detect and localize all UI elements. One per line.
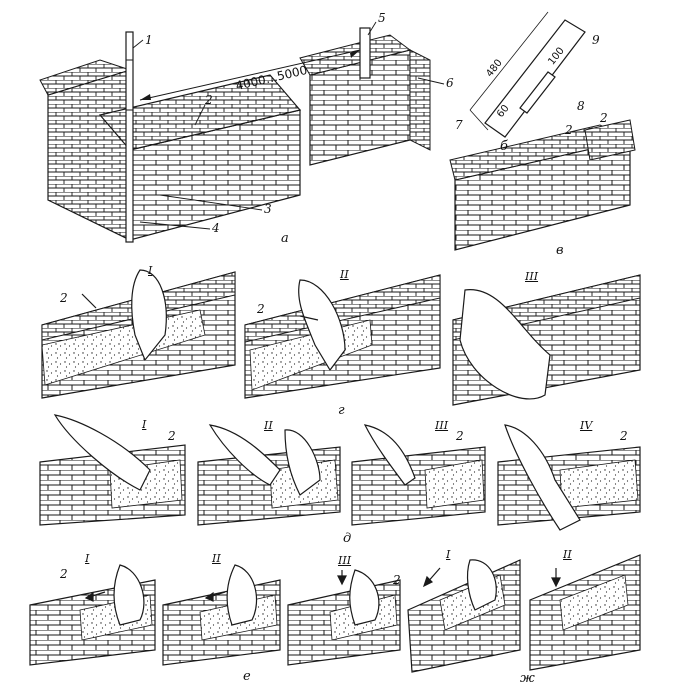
row-zh-illustrations xyxy=(407,554,641,673)
g-step-3-label: III xyxy=(525,270,539,283)
e-step-1-drawing xyxy=(29,564,156,666)
panel-a-wall-corner xyxy=(39,59,302,241)
direction-arrows xyxy=(81,293,561,602)
g-callout-2-left: 2 xyxy=(60,291,68,305)
e-step-3-drawing xyxy=(287,569,401,666)
row-e-illustrations xyxy=(29,564,401,666)
d-callout-2-b: 2 xyxy=(456,429,464,443)
row-d-letter: д xyxy=(343,531,352,546)
g-step-1-label: I xyxy=(148,264,153,277)
callout-7: 7 xyxy=(455,118,463,132)
panel-a-pier xyxy=(299,34,431,166)
e-step-3-label: III xyxy=(338,554,352,567)
panel-a-dimension-line xyxy=(139,49,361,101)
row-d-illustrations xyxy=(39,414,641,531)
zh-step-1-drawing xyxy=(407,559,521,673)
callout-5: 5 xyxy=(378,11,386,25)
g-step-1-drawing xyxy=(41,269,236,399)
d-step-1-label: I xyxy=(142,418,147,431)
callout-2-v: 2 xyxy=(600,111,608,125)
g-callout-2-mid: 2 xyxy=(257,302,265,316)
g-step-2-drawing xyxy=(244,274,441,399)
e-callout-2-a: 2 xyxy=(60,567,68,581)
callout-1: 1 xyxy=(145,33,153,47)
d-step-4-drawing xyxy=(497,424,641,531)
e-step-2-label: II xyxy=(212,552,221,565)
panel-v-wall-with-pier xyxy=(449,119,636,251)
row-g-illustrations xyxy=(41,269,641,406)
panel-a-letter: а xyxy=(281,231,289,246)
callout-2-b: 2 xyxy=(565,123,573,137)
row-e-letter: е xyxy=(243,669,251,684)
d-step-2-drawing xyxy=(197,424,341,526)
e-step-2-drawing xyxy=(162,564,281,666)
callout-9: 9 xyxy=(592,33,600,47)
callout-6: 6 xyxy=(446,76,454,90)
callout-2-a: 2 xyxy=(205,93,213,107)
d-step-3-drawing xyxy=(351,424,486,526)
panel-b-letter: б xyxy=(500,139,508,154)
callout-4: 4 xyxy=(212,221,220,235)
g-step-2-label: II xyxy=(340,268,349,281)
callout-3: 3 xyxy=(264,202,272,216)
panel-a-corner-pole xyxy=(125,31,134,243)
d-step-2-label: II xyxy=(264,419,273,432)
d-step-1-drawing xyxy=(39,414,186,526)
d-callout-2-a: 2 xyxy=(168,429,176,443)
callout-8: 8 xyxy=(577,99,585,113)
row-zh-letter: ж xyxy=(520,671,535,686)
e-step-1-label: I xyxy=(85,552,90,565)
zh-step-2-drawing xyxy=(529,554,641,671)
d-step-4-label: IV xyxy=(580,419,593,432)
zh-step-2-label: II xyxy=(563,548,572,561)
d-step-3-label: III xyxy=(435,419,449,432)
panel-a-leader-lines xyxy=(132,21,445,230)
d-callout-2-c: 2 xyxy=(620,429,628,443)
row-g-letter: г xyxy=(338,403,345,418)
g-step-3-drawing xyxy=(452,274,641,406)
panel-v-letter: в xyxy=(556,243,564,258)
zh-step-1-label: I xyxy=(446,548,451,561)
e-callout-2-b: 2 xyxy=(393,573,401,587)
panel-b-tool-outline xyxy=(469,11,586,138)
panel-a-mooring-pin xyxy=(359,27,371,79)
